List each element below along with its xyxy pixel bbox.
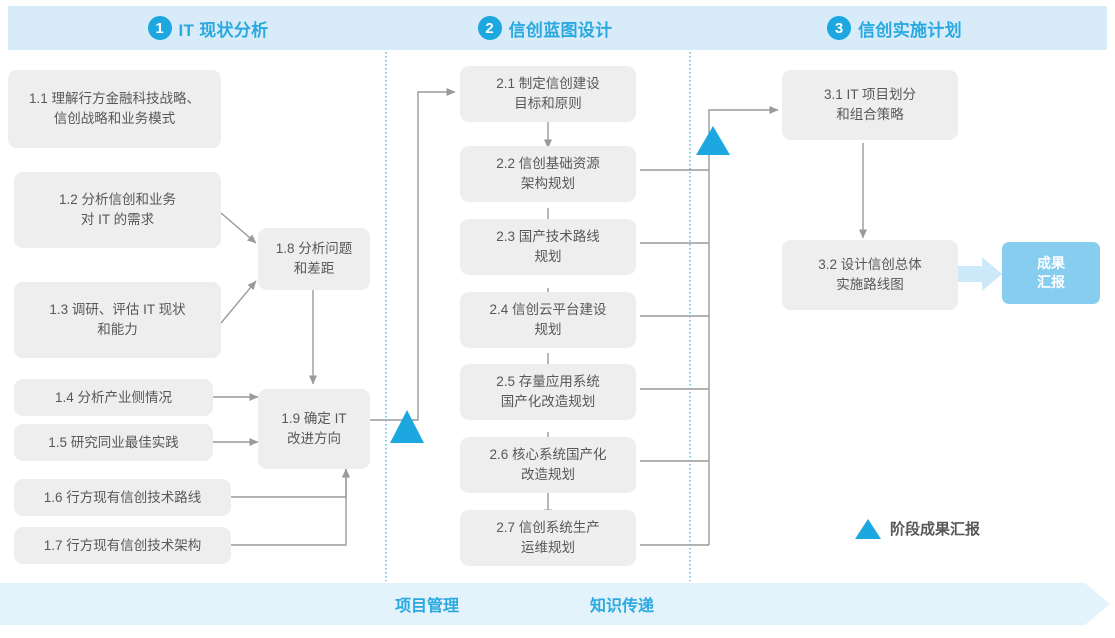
task-box-3-1[interactable]: 3.1 IT 项目划分和组合策略	[782, 70, 958, 140]
phase-title-2: 信创蓝图设计	[508, 20, 613, 40]
task-label-1-8: 1.8 分析问题和差距	[275, 241, 353, 276]
task-box-2-3[interactable]: 2.3 国产技术路线规划	[460, 219, 636, 275]
legend: 阶段成果汇报	[855, 518, 980, 539]
phase-title-3: 信创实施计划	[858, 20, 962, 40]
task-box-2-1[interactable]: 2.1 制定信创建设目标和原则	[460, 66, 636, 122]
task-box-2-6[interactable]: 2.6 核心系统国产化改造规划	[460, 437, 636, 493]
task-label-3-2: 3.2 设计信创总体实施路线图	[818, 257, 922, 292]
bottom-band-shape	[0, 583, 1110, 625]
phase-banner-3: 3 信创实施计划	[682, 6, 1107, 50]
task-label-2-2: 2.2 信创基础资源架构规划	[496, 156, 600, 191]
phase-banner-3-shape	[682, 6, 1107, 50]
task-label-3-1: 3.1 IT 项目划分和组合策略	[823, 87, 917, 122]
task-label-1-2: 1.2 分析信创和业务对 IT 的需求	[58, 192, 177, 227]
task-label-1-6: 1.6 行方现有信创技术路线	[43, 489, 202, 505]
task-box-1-1[interactable]: 1.1 理解行方金融科技战略、信创战略和业务模式	[8, 70, 221, 148]
bottom-band-item-0: 项目管理	[395, 583, 459, 625]
milestone-triangle-phase2	[696, 126, 730, 155]
task-label-2-6: 2.6 核心系统国产化改造规划	[489, 447, 607, 482]
bottom-band-label-1: 知识传递	[590, 598, 655, 615]
task-label-2-7: 2.7 信创系统生产运维规划	[496, 520, 600, 555]
bottom-band-label-0: 项目管理	[395, 598, 460, 615]
bottom-band-item-1: 知识传递	[590, 583, 654, 625]
phase-banner-1-shape	[8, 6, 408, 50]
triangle-marker-icon	[855, 518, 881, 539]
task-box-2-7[interactable]: 2.7 信创系统生产运维规划	[460, 510, 636, 566]
task-box-1-4[interactable]: 1.4 分析产业侧情况	[14, 379, 213, 416]
edge-1-6-to-1-9	[231, 468, 350, 498]
phase-badge-1: 1	[147, 16, 172, 40]
task-box-1-5[interactable]: 1.5 研究同业最佳实践	[14, 424, 213, 461]
edge-1-9-to-2-1	[370, 88, 456, 421]
task-label-1-7: 1.7 行方现有信创技术架构	[43, 537, 202, 553]
edge-1-3-to-1-8	[220, 280, 257, 324]
result-report-label: 成果汇报	[1037, 255, 1065, 290]
task-box-2-4[interactable]: 2.4 信创云平台建设规划	[460, 292, 636, 348]
edge-rail-to-3-1	[708, 106, 779, 136]
task-label-1-5: 1.5 研究同业最佳实践	[48, 434, 179, 450]
task-label-2-5: 2.5 存量应用系统国产化改造规划	[496, 374, 600, 409]
bottom-band: 项目管理 知识传递	[0, 583, 1115, 625]
task-label-2-3: 2.3 国产技术路线规划	[496, 229, 600, 264]
milestone-triangle-phase1	[390, 410, 424, 443]
phase-title-1: IT 现状分析	[178, 20, 269, 40]
task-label-1-3: 1.3 调研、评估 IT 现状和能力	[49, 302, 186, 337]
result-arrow-icon	[952, 257, 1002, 291]
task-label-1-1: 1.1 理解行方金融科技战略、信创战略和业务模式	[28, 91, 201, 126]
phase-badge-2: 2	[477, 16, 502, 40]
task-box-1-3[interactable]: 1.3 调研、评估 IT 现状和能力	[14, 282, 221, 358]
phase-banner-2-shape	[390, 6, 700, 50]
task-label-1-4: 1.4 分析产业侧情况	[54, 389, 173, 405]
phase-banner-1: 1 IT 现状分析	[8, 6, 408, 50]
edge-1-2-to-1-8	[220, 212, 257, 244]
result-report-chip[interactable]: 成果汇报	[1002, 242, 1100, 304]
task-box-1-8[interactable]: 1.8 分析问题和差距	[258, 228, 370, 290]
legend-label: 阶段成果汇报	[890, 521, 981, 538]
task-label-2-1: 2.1 制定信创建设目标和原则	[496, 76, 600, 111]
task-box-1-7[interactable]: 1.7 行方现有信创技术架构	[14, 527, 231, 564]
edge-1-7-to-1-9	[231, 468, 350, 546]
task-label-2-4: 2.4 信创云平台建设规划	[489, 302, 607, 337]
task-box-2-5[interactable]: 2.5 存量应用系统国产化改造规划	[460, 364, 636, 420]
phase-banner-2: 2 信创蓝图设计	[390, 6, 700, 50]
phase-badge-3: 3	[827, 16, 852, 40]
task-box-2-2[interactable]: 2.2 信创基础资源架构规划	[460, 146, 636, 202]
task-box-1-2[interactable]: 1.2 分析信创和业务对 IT 的需求	[14, 172, 221, 248]
task-box-1-6[interactable]: 1.6 行方现有信创技术路线	[14, 479, 231, 516]
task-box-3-2[interactable]: 3.2 设计信创总体实施路线图	[782, 240, 958, 310]
